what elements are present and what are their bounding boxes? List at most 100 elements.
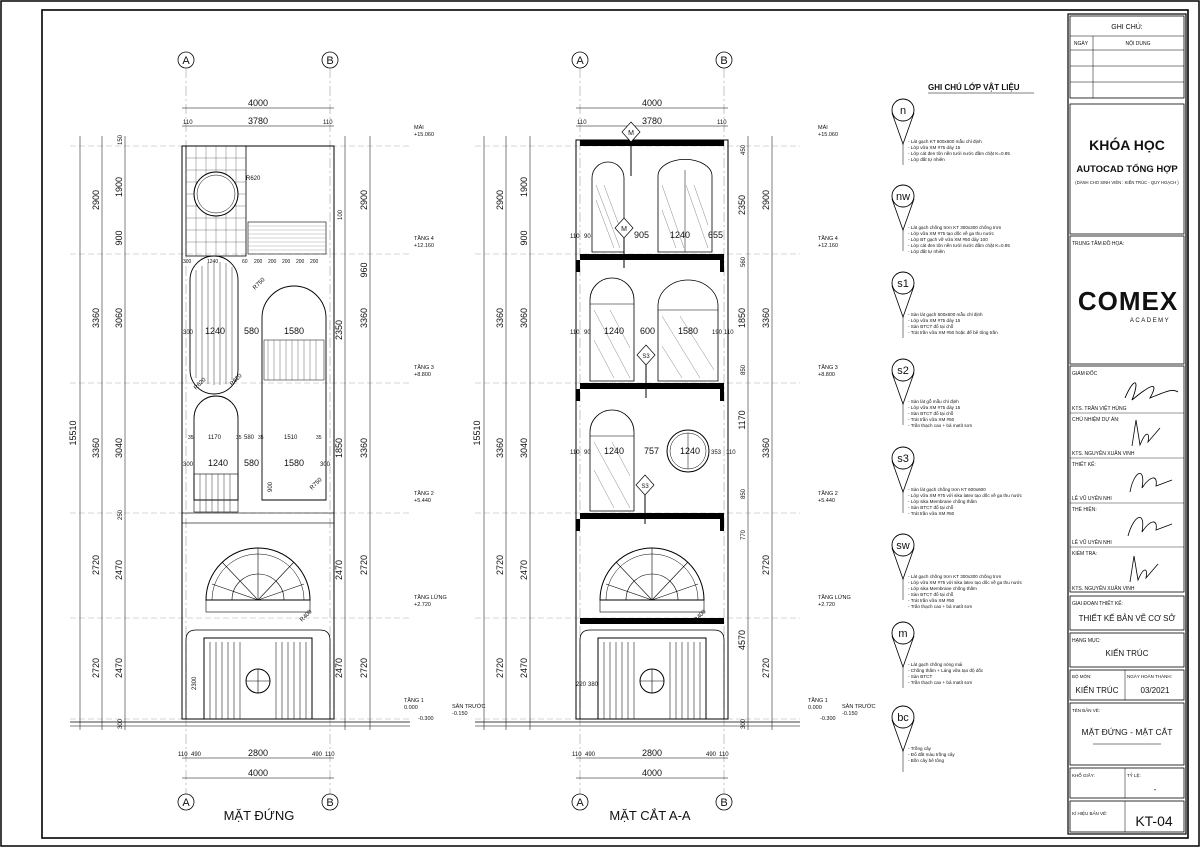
legend-line: - Sàn BTCT đổ tại chỗ <box>908 504 954 510</box>
phase-value: THIẾT KẾ BẢN VẼ CƠ SỞ <box>1079 613 1176 623</box>
legend-line: - Lớp vữa XM #75 dày 15 <box>908 405 961 410</box>
section-marker-s3a: S3 <box>636 344 656 398</box>
section-axis-b-top <box>715 51 733 69</box>
sec-row2-0: 110 <box>570 330 580 336</box>
elev-dim-total-height: 15510 <box>68 420 78 445</box>
elev-md-0: 300 <box>183 330 194 336</box>
section-marker-m2: M <box>614 217 634 268</box>
sec-level-front-name: SÂN TRƯỚC <box>842 703 875 710</box>
done-label: NGÀY HOÀN THÀNH: <box>1127 673 1172 679</box>
elev-dim-2900: 2900 <box>91 190 101 210</box>
section-dim-2470b: 2470 <box>519 658 529 678</box>
sec-level-1: 0.000 <box>808 705 822 711</box>
legend-symbol-nw <box>891 184 915 208</box>
legend-line: - Sàn BTCT đổ tại chỗ <box>908 410 954 416</box>
legend-symbol-m <box>891 621 915 645</box>
legend-item-bc: bc- Trồng cây- Đổ đất màu trồng cây- Bồn… <box>891 705 955 772</box>
elevation-title: MẶT ĐỨNG <box>224 808 295 823</box>
section-dim-2720a: 2720 <box>495 555 505 575</box>
drafter-name: LÊ VŨ UYÊN NHI <box>1072 538 1112 546</box>
elev-door-height: 2300 <box>192 676 198 690</box>
elev-dim-2720a: 2720 <box>91 555 101 575</box>
legend-title: GHI CHÚ LỚP VẬT LIỆU <box>928 83 1020 92</box>
elev-dim-300: 300 <box>118 718 124 729</box>
legend-line: - Trát trần vữa XM #50 <box>908 511 955 516</box>
legend-line: - Sàn BTCT đổ tại chỗ <box>908 323 954 329</box>
legend-symbol-s2 <box>891 358 915 382</box>
elev-ld-0: 35 <box>188 435 194 441</box>
legend-line: - Trần thạch cao + bả matít sơn <box>908 680 973 685</box>
sec-row1-4: 655 <box>708 230 723 240</box>
sec-row1-1: 90 <box>584 234 591 240</box>
section-dim-r3360a: 3360 <box>761 308 771 328</box>
axis-b-top-label: B <box>326 55 333 67</box>
sec-row2-6: 110 <box>724 330 734 336</box>
logo-sub: ACADEMY <box>1130 318 1170 324</box>
elev-bottom-4000: 4000 <box>248 768 268 778</box>
elev-bottom-490a: 490 <box>191 752 202 758</box>
elev-level-roof: +15.060 <box>414 132 434 138</box>
section-dim-r3360b: 3360 <box>761 438 771 458</box>
elev-td-2: 60 <box>242 259 248 265</box>
sec-r-8: 4570 <box>737 630 747 650</box>
legend-line: - Lớp cát đen tôn nền tưới nước đầm chặt… <box>908 243 1010 248</box>
section-dim-top-left: 110 <box>577 120 587 126</box>
sec-r-7: 770 <box>741 529 747 540</box>
elevation-drawing: A B A B 4000 110 3780 110 15510 2900 336… <box>68 51 485 823</box>
elev-md-3: 1580 <box>284 326 304 336</box>
sec-door-380: 380 <box>588 682 599 688</box>
course-line1: KHÓA HỌC <box>1089 136 1165 153</box>
sec-r-9: 300 <box>741 718 747 729</box>
elev-dim-r2470a: 2470 <box>334 560 344 580</box>
section-marker-m1-label: M <box>628 130 634 137</box>
elev-td-7: 200 <box>310 259 319 265</box>
sec-row3-0: 110 <box>570 450 580 456</box>
legend-item-s3: s3- Sàn lát gạch chống trơn KT 600x600- … <box>891 446 1023 516</box>
sec-level-roof: +15.060 <box>818 132 838 138</box>
elev-level-4: +12.160 <box>414 243 434 249</box>
elev-td-0: 300 <box>183 259 192 265</box>
scale-value: - <box>1154 785 1157 794</box>
designer-name: LÊ VŨ UYÊN NHI <box>1072 494 1112 502</box>
elev-dim-top-mid: 3780 <box>248 116 268 126</box>
section-dim-2720b: 2720 <box>495 658 505 678</box>
elev-bottom-490b: 490 <box>312 752 323 758</box>
legend-line: - Lớp cát đen tôn nền tưới nước đầm chặt… <box>908 151 1010 156</box>
section-marker-s3b: S3 <box>635 474 655 524</box>
designer-signature <box>1129 473 1173 493</box>
elev-dim-3060: 3060 <box>114 308 124 328</box>
legend-code-sw: sw <box>896 540 910 552</box>
legend-line: - Trát trần vữa XM #50 <box>908 417 955 422</box>
elev-dim-r2210: 1850 <box>334 438 344 458</box>
pm-label: CHỦ NHIỆM DỰ ÁN: <box>1072 415 1119 423</box>
elev-md-1: 1240 <box>205 326 225 336</box>
legend-line: - Trồng cây <box>908 746 932 751</box>
elev-dim-total-width: 4000 <box>248 98 268 108</box>
elev-td-5: 200 <box>282 259 291 265</box>
section-axis-a-top-label: A <box>576 55 584 67</box>
elev-dim-2470b: 2470 <box>114 658 124 678</box>
axis-b-top <box>321 51 339 69</box>
elev-level-m-name: TẦNG LỬNG <box>414 594 447 601</box>
sec-bottom-4000: 4000 <box>642 768 662 778</box>
elev-ld-2: 35 <box>236 435 242 441</box>
elev-dim-r2400: 2350 <box>334 320 344 340</box>
section-axis-b-top-label: B <box>720 55 727 67</box>
sec-row2-5: 190 <box>712 330 723 336</box>
sec-level-roof-name: MÁI <box>818 124 828 131</box>
sec-level-2-name: TẦNG 2 <box>818 490 838 497</box>
legend-item-nw: nw- Lát gạch chống trơn KT 300x300 chống… <box>891 184 1010 254</box>
section-dim-r2720a: 2720 <box>761 555 771 575</box>
section-dim-top-mid: 3780 <box>642 116 662 126</box>
section-axis-a-bottom <box>571 793 589 811</box>
checker-signature <box>1129 555 1159 583</box>
section-dim-900: 900 <box>519 230 529 245</box>
logo-text: COMEX <box>1078 286 1178 316</box>
dept-label: BỘ MÔN: <box>1072 673 1092 679</box>
section-dim-total-width: 4000 <box>642 98 662 108</box>
legend-line: - Lớp đất tự nhiên <box>908 157 945 162</box>
legend-line: - Lớp vữa XM #75 dày 15 <box>908 318 961 323</box>
elev-level-2: +5.440 <box>414 498 431 504</box>
section-axis-b-bottom-label: B <box>720 797 727 809</box>
notes-title: GHI CHÚ: <box>1111 22 1143 31</box>
